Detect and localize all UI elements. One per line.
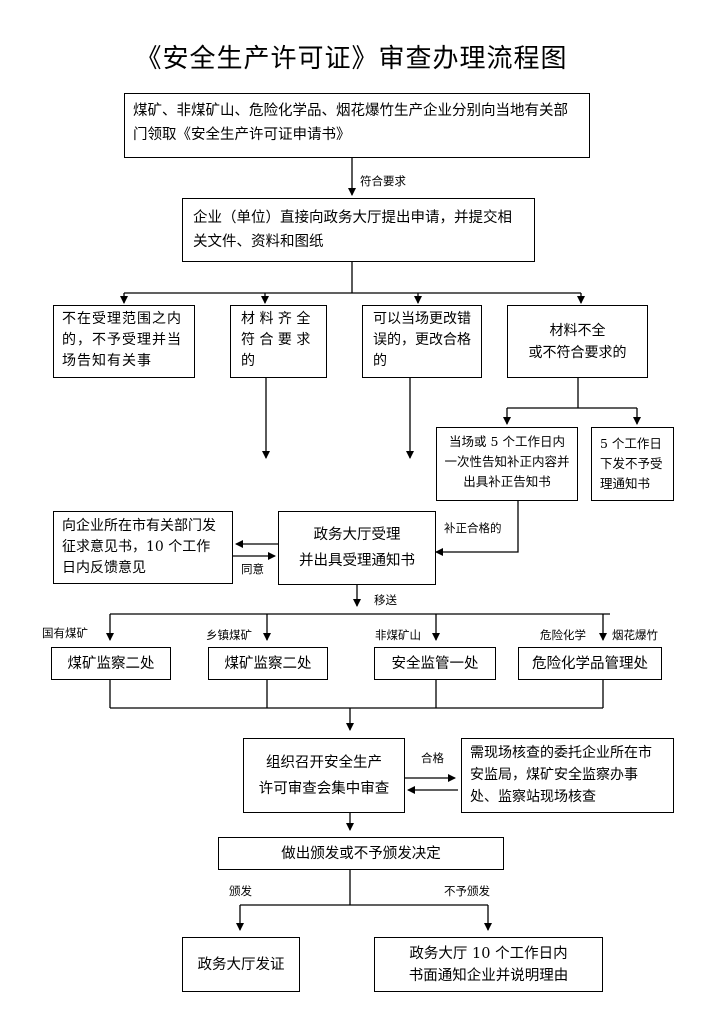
node-reject-notice: 5 个工作日下发不予受理通知书 [591,427,674,501]
node-safety-dept: 安全监管一处 [374,647,496,680]
page-title: 《安全生产许可证》审查办理流程图 [135,44,568,74]
label-non-coal: 非煤矿山 [375,628,421,642]
node-review: 组织召开安全生产 许可审查会集中审查 [243,738,405,813]
node-notify-correction: 当场或 5 个工作日内一次性告知补正内容并出具补正告知书 [436,427,578,501]
label-corrected: 补正合格的 [444,521,502,535]
node-decision: 做出颁发或不予颁发决定 [218,837,504,870]
node-onsite: 需现场核查的委托企业所在市安监局，煤矿安全监察办事处、监察站现场核查 [461,738,674,813]
node-coal-dept-1: 煤矿监察二处 [51,647,171,680]
label-not-issue: 不予颁发 [444,884,490,898]
node-complete: 材 料 齐 全 符 合 要 求 的 [230,305,327,378]
label-issue: 颁发 [229,884,252,898]
label-hazchem: 危险化学 [540,628,586,642]
node-chem-dept: 危险化学品管理处 [518,647,662,680]
node-apply-form: 煤矿、非煤矿山、危险化学品、烟花爆竹生产企业分别向当地有关部门领取《安全生产许可… [124,93,590,158]
node-accept: 政务大厅受理 并出具受理通知书 [278,511,436,585]
label-agree: 同意 [241,562,264,576]
node-issue: 政务大厅发证 [182,937,300,992]
node-correctable: 可以当场更改错误的，更改合格的 [362,305,482,378]
arrow-corrected-to-accept [435,501,519,556]
label-township-coal: 乡镇煤矿 [206,628,252,642]
node-out-of-scope: 不在受理范围之内的，不予受理并当场告知有关事 [53,305,195,378]
label-fireworks: 烟花爆竹 [612,628,658,642]
node-submit: 企业（单位）直接向政务大厅提出申请，并提交相关文件、资料和图纸 [182,198,535,262]
label-meets-requirements: 符合要求 [360,174,406,188]
node-coal-dept-2: 煤矿监察二处 [208,647,328,680]
label-state-coal: 国有煤矿 [42,626,88,640]
label-transfer: 移送 [374,593,397,607]
node-solicit-opinion: 向企业所在市有关部门发征求意见书，10 个工作日内反馈意见 [53,511,233,584]
node-incomplete: 材料不全 或不符合要求的 [507,305,648,378]
node-deny: 政务大厅 10 个工作日内 书面通知企业并说明理由 [374,937,603,992]
label-qualified: 合格 [421,751,444,765]
